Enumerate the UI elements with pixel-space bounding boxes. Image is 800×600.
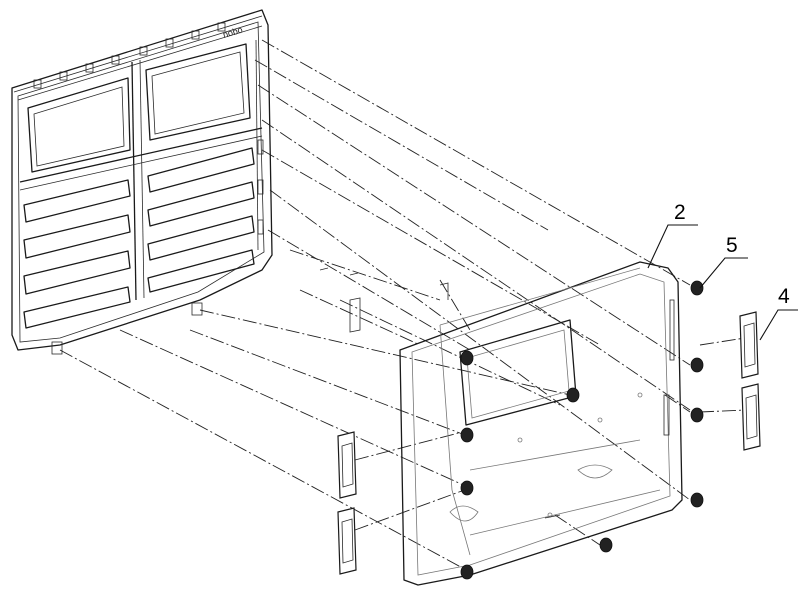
bracket-left-lower bbox=[337, 507, 357, 575]
bracket-right-upper bbox=[739, 311, 759, 379]
callout-2: 2 bbox=[674, 201, 686, 224]
brackets bbox=[337, 311, 761, 575]
right-louvres bbox=[147, 147, 255, 293]
bracket-right-lower bbox=[741, 383, 761, 451]
bracket-left-upper bbox=[337, 431, 357, 499]
left-louvres bbox=[23, 179, 131, 329]
leader-lines bbox=[647, 224, 798, 341]
rear-panel-assembly: nobo bbox=[11, 9, 273, 355]
callout-5: 5 bbox=[726, 234, 738, 257]
top-rim-notches bbox=[33, 22, 226, 89]
fasteners bbox=[460, 280, 704, 580]
assembly-lines bbox=[59, 39, 746, 573]
small-clips bbox=[319, 267, 561, 519]
callout-4: 4 bbox=[778, 285, 790, 308]
